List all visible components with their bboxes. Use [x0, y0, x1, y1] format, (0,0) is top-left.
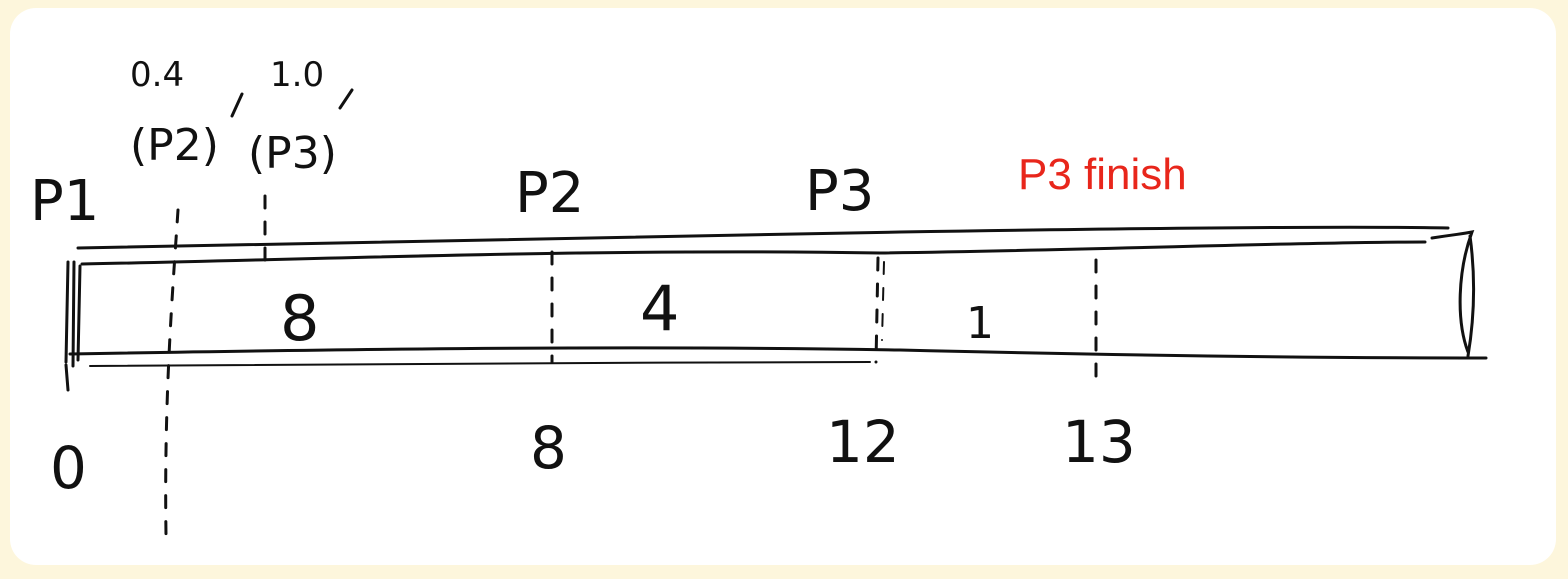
arrival-p3-time: 1.0 [270, 55, 324, 95]
tick-mark-0 [64, 363, 70, 392]
divider-12-dashed-line [874, 256, 880, 364]
arrival-p2-time: 0.4 [130, 55, 184, 95]
arrival-p3-tick [338, 88, 354, 110]
label-p2: P2 [515, 161, 584, 226]
bar-right-edge [1430, 230, 1476, 358]
bar-left-edge [64, 260, 82, 368]
bar-bottom-edge [68, 346, 1488, 360]
label-p1: P1 [30, 169, 99, 234]
arrival-p2-name: (P2) [130, 120, 219, 171]
bar-top-edge-inner [80, 240, 1427, 266]
whiteboard-card [10, 8, 1556, 565]
bar-bottom-edge-second [89, 361, 871, 367]
bar-top-edge-outer [76, 225, 1450, 250]
tick-label-13: 13 [1062, 408, 1136, 476]
segment-duration-p2: 4 [640, 272, 679, 345]
tick-label-0: 0 [50, 434, 87, 502]
arrival-p2-tick [230, 92, 244, 118]
segment-duration-p1: 8 [280, 282, 319, 355]
p3-finish-annotation: P3 finish [1018, 150, 1187, 199]
segment-duration-p3: 1 [966, 298, 994, 349]
gantt-bar-outline [64, 225, 1488, 392]
arrival-p2-dashed-line [164, 208, 180, 537]
label-p3: P3 [805, 159, 874, 224]
divider-12-dashed-line-second [881, 261, 885, 341]
arrival-p3-name: (P3) [248, 128, 337, 179]
tick-label-8: 8 [530, 414, 567, 482]
tick-label-12: 12 [826, 408, 900, 476]
